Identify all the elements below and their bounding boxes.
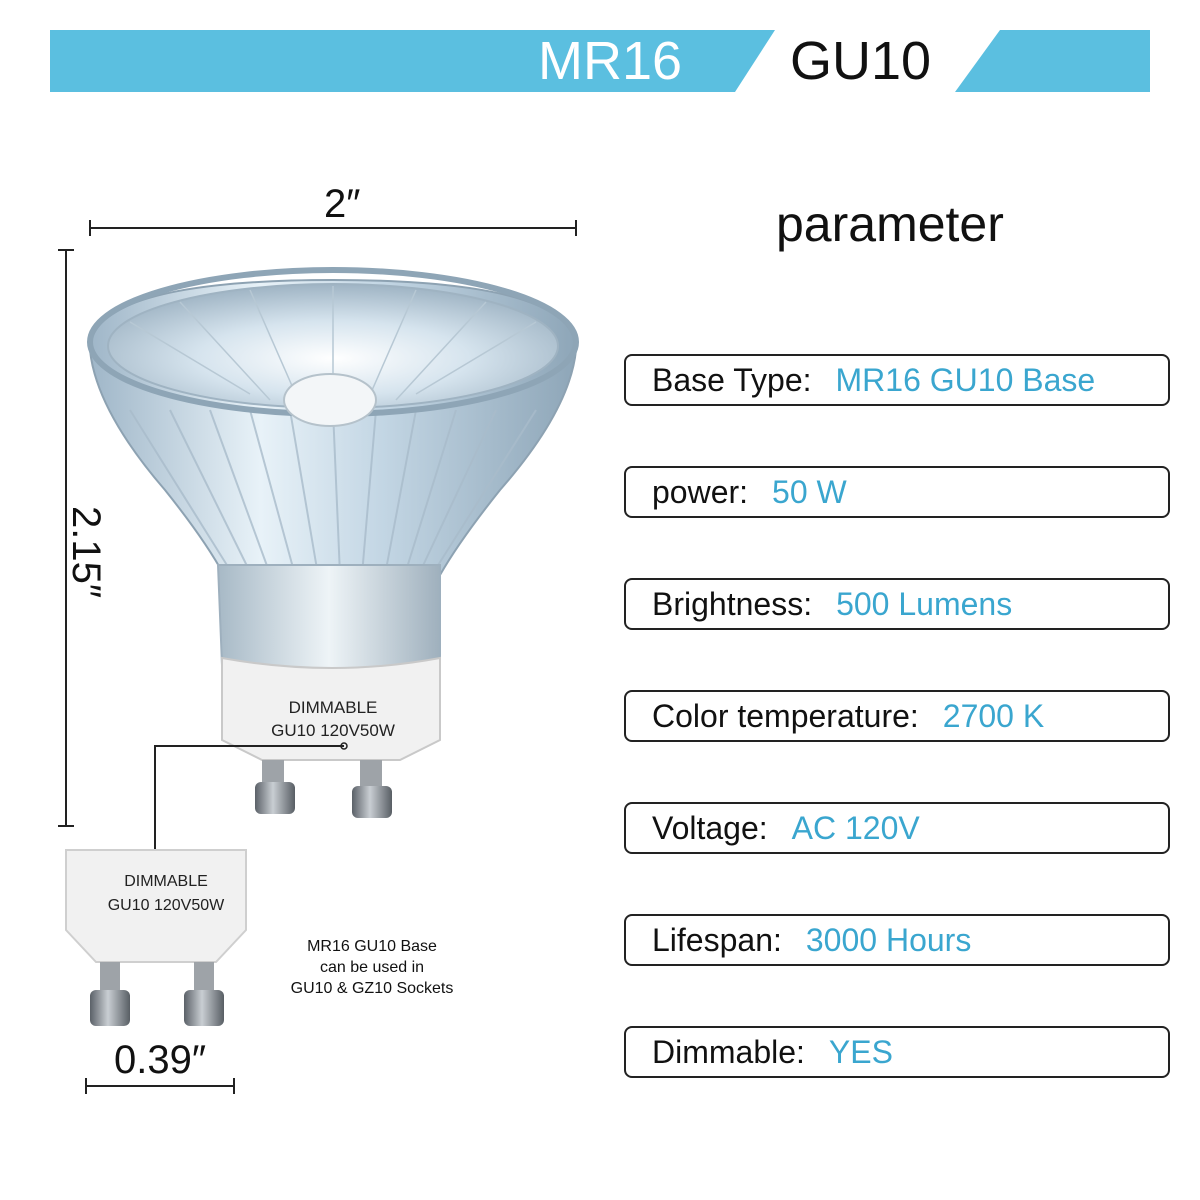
closeup-pin-stem-left	[100, 962, 120, 990]
closeup-pin-right	[184, 990, 224, 1026]
lamp-capsule	[283, 373, 377, 427]
bulb-pin-left	[255, 782, 295, 814]
bulb-neck	[216, 564, 441, 676]
height-dimension-label: 2.15″	[64, 505, 109, 599]
base-closeup-body	[65, 849, 247, 963]
param-color-temperature: Color temperature: 2700 K	[624, 690, 1170, 742]
bulb-pin-stem-right	[360, 760, 382, 786]
param-label: Color temperature:	[652, 697, 919, 734]
width-dimension-label: 2″	[324, 182, 361, 226]
param-value: 3000 Hours	[805, 921, 972, 958]
banner-title-mr16: MR16	[538, 31, 683, 91]
ceramic-base	[221, 656, 441, 761]
param-power: power: 50 W	[624, 466, 1170, 518]
param-value: YES	[828, 1033, 893, 1070]
closeup-pin-left	[90, 990, 130, 1026]
param-value: MR16 GU10 Base	[835, 361, 1096, 398]
param-value: 50 W	[772, 473, 847, 510]
param-dimmable: Dimmable: YES	[624, 1026, 1170, 1078]
title-banner: MR16 GU10	[0, 0, 1200, 110]
closeup-pin-stem-right	[194, 962, 214, 990]
param-lifespan: Lifespan: 3000 Hours	[624, 914, 1170, 966]
closeup-print-1: DIMMABLE	[124, 873, 208, 890]
param-label: Base Type:	[652, 361, 812, 398]
compatibility-note: MR16 GU10 Base can be used in GU10 & GZ1…	[262, 936, 482, 999]
leader-line	[154, 745, 344, 850]
closeup-print-2: GU10 120V50W	[108, 897, 225, 914]
note-line-3: GU10 & GZ10 Sockets	[290, 980, 454, 997]
parameter-heading: parameter	[776, 196, 1004, 252]
pin-dimension-label: 0.39″	[114, 1038, 207, 1082]
param-label: power:	[652, 473, 749, 510]
bulb-pin-right	[352, 786, 392, 818]
banner-shapes	[50, 30, 1150, 92]
param-label: Voltage:	[652, 809, 768, 846]
banner-left-band	[50, 30, 775, 92]
param-label: Lifespan:	[652, 921, 782, 958]
note-line-2: can be used in	[319, 959, 425, 976]
param-voltage: Voltage: AC 120V	[624, 802, 1170, 854]
bulb-illustration: DIMMABLE GU10 120V50W DIMMABLE GU10 120V…	[0, 110, 600, 1200]
bulb-pin-stem-left	[262, 760, 284, 782]
param-value: AC 120V	[791, 809, 920, 846]
param-label: Dimmable:	[652, 1033, 805, 1070]
inner-facets	[129, 286, 537, 406]
bulb-print-2: GU10 120V50W	[271, 721, 395, 740]
param-value: 500 Lumens	[836, 585, 1013, 622]
reflector-ribs	[129, 409, 537, 576]
bulb-print-1: DIMMABLE	[289, 698, 378, 717]
param-value: 2700 K	[942, 697, 1045, 734]
param-label: Brightness:	[652, 585, 813, 622]
banner-title-gu10: GU10	[790, 31, 932, 91]
banner-right-band	[955, 30, 1150, 92]
note-line-1: MR16 GU10 Base	[307, 938, 437, 955]
param-base-type: Base Type: MR16 GU10 Base	[624, 354, 1170, 406]
param-brightness: Brightness: 500 Lumens	[624, 578, 1170, 630]
bulb-drawing: DIMMABLE GU10 120V50W DIMMABLE GU10 120V…	[58, 220, 579, 1094]
